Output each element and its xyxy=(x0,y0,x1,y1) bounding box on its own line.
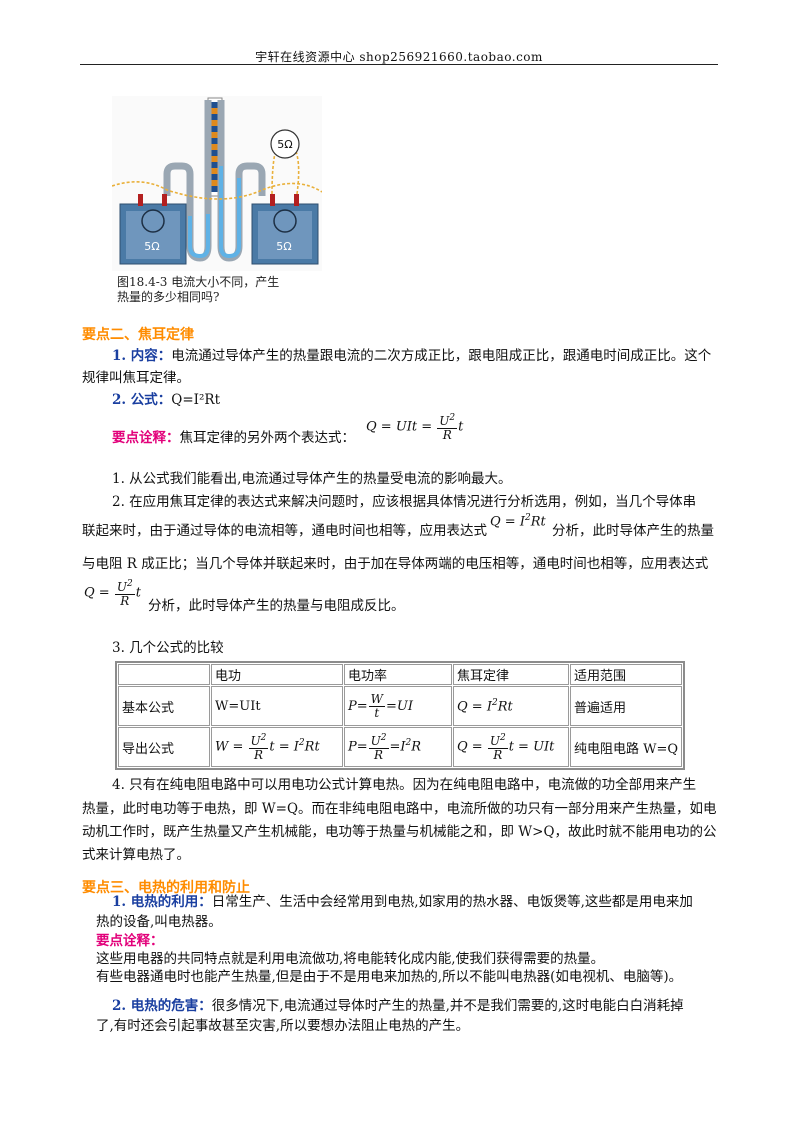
use-text: 日常生产、生活中会经常用到电热,如家用的热水器、电饭煲等,这些都是用电来加 xyxy=(211,894,693,910)
figure-caption-2: 热量的多少相同吗? xyxy=(117,289,219,304)
resistor-right-label: 5Ω xyxy=(276,240,291,253)
use-line2: 热的设备,叫电热器。 xyxy=(96,914,222,930)
content-text: 电流通过导体产生的热量跟电流的二次方成正比，跟电阻成正比，跟通电时间成正比。这个 xyxy=(171,348,712,364)
use-line1: 1. 电热的利用：日常生产、生活中会经常用到电热,如家用的热水器、电饭煲等,这些… xyxy=(112,890,693,914)
para-3: 3. 几个公式的比较 xyxy=(112,640,224,656)
note-line: 要点诠释：焦耳定律的另外两个表达式： xyxy=(112,426,355,450)
formula-text: Q=I²Rt xyxy=(171,392,221,408)
table-header-power: 电功率 xyxy=(344,664,452,685)
note-label: 要点诠释： xyxy=(112,430,180,446)
content-line1: 1. 内容：电流通过导体产生的热量跟电流的二次方成正比，跟电阻成正比，跟通电时间… xyxy=(112,344,711,368)
table-header-joule: 焦耳定律 xyxy=(453,664,569,685)
note-text: 焦耳定律的另外两个表达式： xyxy=(179,430,356,446)
para-4-line3: 动机工作时，既产生热量又产生机械能，电功等于热量与机械能之和，即 W>Q，故此时… xyxy=(82,824,717,840)
section2-title: 要点二、焦耳定律 xyxy=(82,327,194,343)
para-2-line1: 2. 在应用焦耳定律的表达式来解决问题时，应该根据具体情况进行分析选用，例如，当… xyxy=(112,494,697,510)
row-derived-label: 导出公式 xyxy=(118,727,210,767)
para-2-line3: 与电阻 R 成正比；当几个导体并联起来时，由于加在导体两端的电压相等，通电时间也… xyxy=(82,556,709,572)
header-divider xyxy=(80,64,718,65)
content-label: 1. 内容： xyxy=(112,348,172,364)
section3-note-label: 要点诠释： xyxy=(96,933,164,949)
para-1: 1. 从公式我们能看出,电流通过导体产生的热量受电流的影响最大。 xyxy=(112,471,512,487)
section3-title: 要点三、电热的利用和防止 xyxy=(82,880,250,896)
row-basic-scope: 普遍适用 xyxy=(570,686,683,726)
table-header-work: 电功 xyxy=(211,664,343,685)
section3-note-line2: 有些电器通电时也能产生热量,但是由于不是用电来加热的,所以不能叫电热器(如电视机… xyxy=(96,969,683,985)
use-label: 1. 电热的利用： xyxy=(112,894,212,910)
para-4-line1: 4. 只有在纯电阻电路中可以用电功公式计算电热。因为在纯电阻电路中，电流做的功全… xyxy=(112,777,697,793)
formula-q-i2rt: Q = I2Rt xyxy=(490,513,546,530)
page-header: 宇轩在线资源中心 shop256921660.taobao.com xyxy=(255,50,543,64)
section3-note-line1: 这些用电器的共同特点就是利用电流做功,将电能转化成内能,使我们获得需要的热量。 xyxy=(96,951,605,967)
para-2-line2b: 分析，此时导体产生的热量 xyxy=(552,523,714,539)
row-basic-work: W=UIt xyxy=(211,686,343,726)
row-basic-label: 基本公式 xyxy=(118,686,210,726)
para-2-line4: 分析，此时导体产生的热量与电阻成反比。 xyxy=(148,598,405,614)
row-basic-joule: Q = I2Rt xyxy=(453,686,569,726)
formula-line: 2. 公式：Q=I²Rt xyxy=(112,388,220,412)
content-line2: 规律叫焦耳定律。 xyxy=(82,370,190,386)
joule-experiment-figure: 5Ω 5Ω 5Ω 图18.4-3 电流大小不同，产生 热量的多少相同吗? xyxy=(112,96,322,306)
resistor-left-label: 5Ω xyxy=(144,240,159,253)
table-header-scope: 适用范围 xyxy=(570,664,683,685)
para-4-line4: 式来计算电热了。 xyxy=(82,847,190,863)
figure-caption-1: 图18.4-3 电流大小不同，产生 xyxy=(117,275,279,289)
harm-label: 2. 电热的危害： xyxy=(112,998,212,1014)
para-2-line2a: 联起来时，由于通过导体的电流相等，通电时间也相等，应用表达式 xyxy=(82,523,487,539)
harm-line2: 了,有时还会引起事故甚至灾害,所以要想办法阻止电热的产生。 xyxy=(96,1018,470,1034)
row-derived-scope: 纯电阻电路 W=Q xyxy=(570,727,683,767)
harm-line1: 2. 电热的危害：很多情况下,电流通过导体时产生的热量,并不是我们需要的,这时电… xyxy=(112,994,684,1018)
table-header-blank xyxy=(118,664,210,685)
resistor-top-label: 5Ω xyxy=(277,138,292,151)
para-4-line2: 热量，此时电功等于电热，即 W=Q。而在非纯电阻电路中，电流所做的功只有一部分用… xyxy=(82,801,717,817)
formula-label: 2. 公式： xyxy=(112,392,172,408)
harm-text: 很多情况下,电流通过导体时产生的热量,并不是我们需要的,这时电能白白消耗掉 xyxy=(211,998,684,1014)
